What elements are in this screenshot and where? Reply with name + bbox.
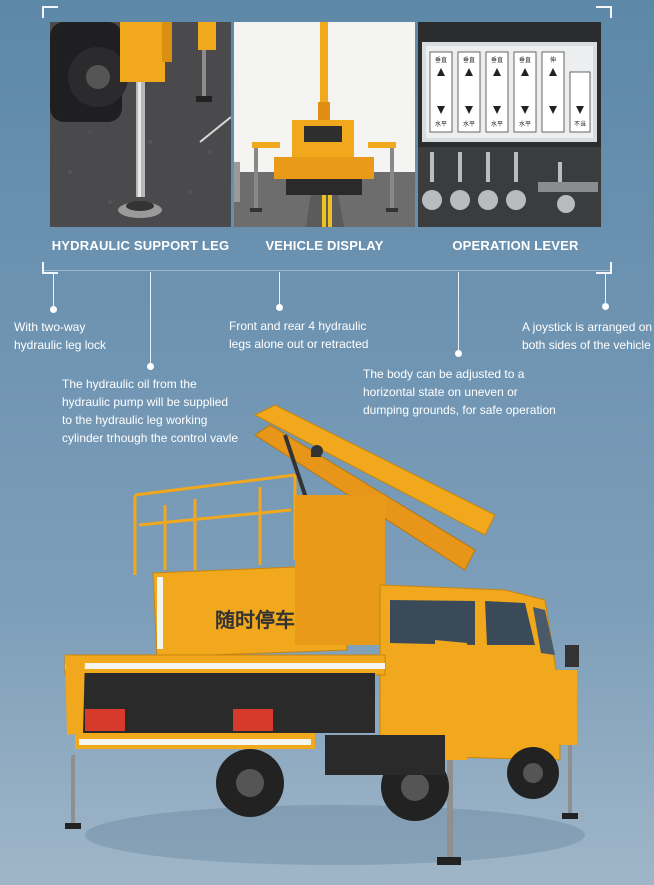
dot-joystick <box>602 303 609 310</box>
label-band <box>44 224 610 271</box>
photo-operation-lever: 垂直 垂直 垂直 垂直 伸 水平 水平 水平 水平 不当 <box>418 22 601 227</box>
connector-body-adjust <box>458 272 459 352</box>
aerial-work-truck: 随时停车 <box>55 395 600 880</box>
frame-corner-bottom-right <box>596 262 612 274</box>
frame-corner-top-left <box>42 6 58 18</box>
lever-label-7: 水平 <box>463 120 475 128</box>
frame-corner-bottom-left <box>42 262 58 274</box>
label-operation-lever: OPERATION LEVER <box>452 238 579 253</box>
lever-label-2: 垂直 <box>463 56 475 64</box>
lever-label-4: 垂直 <box>519 56 531 64</box>
label-hydraulic-support-leg: HYDRAULIC SUPPORT LEG <box>51 238 230 253</box>
dot-hydraulic-oil <box>147 363 154 370</box>
lever-label-8: 水平 <box>491 120 503 128</box>
note-joystick: A joystick is arranged on both sides of … <box>522 320 653 352</box>
note-hydraulic-oil: The hydraulic oil from the hydraulic pum… <box>62 377 239 445</box>
basket-sign-text: 随时停车 <box>215 608 295 632</box>
dot-front-rear <box>276 304 283 311</box>
photo-hydraulic-support-leg <box>50 22 231 227</box>
lever-label-3: 垂直 <box>491 56 503 64</box>
connector-joystick <box>605 272 606 306</box>
photo-vehicle-display <box>234 22 415 227</box>
note-two-way-leg-lock: With two-way hydraulic leg lock <box>14 320 107 352</box>
note-body-adjust: The body can be adjusted to a horizontal… <box>363 367 556 417</box>
label-vehicle-display: VEHICLE DISPLAY <box>265 238 384 253</box>
frame-corner-top-right <box>596 6 612 18</box>
note-front-rear-legs: Front and rear 4 hydraulic legs alone ou… <box>229 319 369 351</box>
connector-hydraulic-oil <box>150 272 151 364</box>
connector-front-rear <box>279 272 280 308</box>
dot-body-adjust <box>455 350 462 357</box>
lever-label-6: 水平 <box>435 120 447 128</box>
lever-label-9: 水平 <box>519 120 531 128</box>
lever-label-5: 伸 <box>550 56 556 64</box>
lever-label-footer: 不当 <box>574 120 586 128</box>
connector-two-way <box>53 272 54 310</box>
lever-label-1: 垂直 <box>435 56 447 64</box>
dot-two-way <box>50 306 57 313</box>
